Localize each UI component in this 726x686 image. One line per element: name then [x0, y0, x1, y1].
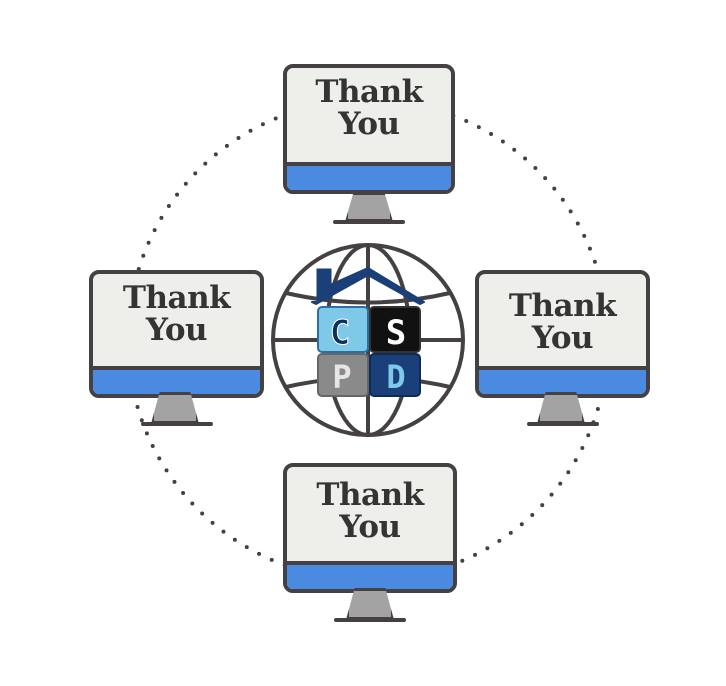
monitor-base	[141, 422, 213, 426]
monitor-base	[333, 220, 405, 224]
thank-you-text: Thank You	[122, 280, 231, 348]
logo-tile-p	[317, 353, 369, 397]
thank-you-text: Thank You	[316, 477, 424, 545]
screen-taskbar	[287, 162, 451, 190]
thank-you-text: Thank You	[508, 288, 617, 356]
screen-taskbar	[287, 561, 453, 589]
thank-you-text: Thank You	[315, 74, 423, 142]
cspd-logo: C S P D	[311, 267, 425, 397]
logo-letter-p: P	[332, 358, 351, 396]
logo-tile-c	[317, 306, 369, 353]
logo-tile-s	[369, 306, 421, 353]
logo-tile-d	[369, 353, 421, 397]
monitor-left: Thank You	[89, 270, 264, 430]
monitor-screen: Thank You	[283, 64, 455, 194]
logo-letter-c: C	[330, 313, 350, 353]
monitor-bottom: Thank You	[283, 463, 457, 625]
monitor-top: Thank You	[283, 64, 455, 226]
monitor-stand	[345, 192, 393, 222]
screen-taskbar	[93, 366, 260, 394]
logo-letter-s: S	[386, 313, 406, 353]
monitor-right: Thank You	[475, 270, 650, 430]
logo-letter-d: D	[386, 358, 405, 396]
screen-taskbar	[479, 366, 646, 394]
monitor-base	[527, 422, 599, 426]
monitor-screen: Thank You	[283, 463, 457, 593]
monitor-screen: Thank You	[89, 270, 264, 398]
monitor-base	[334, 618, 406, 622]
monitor-screen: Thank You	[475, 270, 650, 398]
